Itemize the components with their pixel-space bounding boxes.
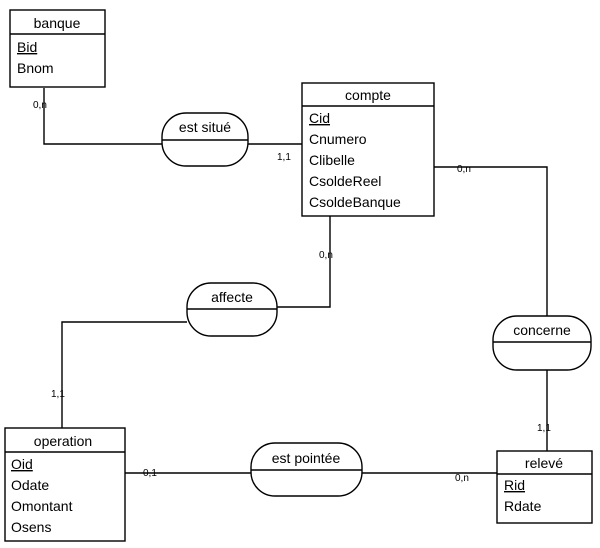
cardinality-operation-affecte: 1,1 [51, 389, 65, 400]
cardinality-compte-concerne: 0,n [457, 164, 471, 175]
entity-banque: banque Bid Bnom [9, 9, 106, 88]
line-compte-affecte [277, 216, 331, 308]
entity-releve-attr-key: Rid [504, 477, 525, 493]
entity-banque-box [9, 9, 106, 88]
entity-banque-title: banque [34, 15, 81, 31]
relation-est-situe-label: est situé [179, 119, 231, 135]
entity-operation-box [4, 427, 126, 542]
entity-operation-attr: Odate [11, 477, 49, 493]
relation-affecte-label: affecte [211, 289, 253, 305]
relation-affecte: affecte [186, 282, 278, 337]
cardinality-operation-est-pointee: 0,1 [143, 468, 157, 479]
cardinality-releve-est-pointee: 0,n [455, 473, 469, 484]
relation-concerne-label: concerne [513, 322, 571, 338]
entity-compte-attr: CsoldeReel [309, 173, 381, 189]
line-affecte-operation [61, 321, 187, 428]
connector-lines [43, 88, 548, 474]
cardinality-banque-est-situe: 0,n [33, 100, 47, 111]
entity-operation-attr: Osens [11, 519, 51, 535]
entity-operation-title: operation [34, 433, 92, 449]
relation-est-situe: est situé [161, 112, 249, 167]
entity-banque-attr-key: Bid [17, 39, 37, 55]
entity-operation-attr-key: Oid [11, 456, 33, 472]
entity-compte: compte Cid Cnumero Clibelle CsoldeReel C… [301, 82, 435, 217]
entity-compte-attr: CsoldeBanque [309, 194, 401, 210]
line-banque-est-situe [43, 88, 162, 145]
entity-compte-attr: Clibelle [309, 152, 355, 168]
line-compte-concerne [434, 166, 548, 316]
cardinality-compte-affecte: 0,n [319, 250, 333, 261]
entity-releve: relevé Rid Rdate [496, 450, 593, 524]
entity-releve-title: relevé [525, 455, 563, 471]
entity-compte-attr: Cnumero [309, 131, 367, 147]
entity-banque-attr: Bnom [17, 60, 54, 76]
relation-est-pointee-label: est pointée [272, 450, 341, 466]
relation-concerne-shape [492, 315, 592, 371]
entity-operation-attr: Omontant [11, 498, 73, 514]
cardinality-labels: 0,n 1,1 0,n 0,n 1,1 1,1 0,1 0,n [33, 100, 551, 484]
relation-concerne: concerne [492, 315, 592, 371]
relation-est-pointee: est pointée [250, 442, 363, 497]
entity-operation: operation Oid Odate Omontant Osens [4, 427, 126, 542]
entity-compte-attr-key: Cid [309, 110, 330, 126]
entity-compte-title: compte [345, 87, 391, 103]
cardinality-releve-concerne: 1,1 [537, 423, 551, 434]
entity-releve-attr: Rdate [504, 498, 542, 514]
entity-releve-box [496, 450, 593, 524]
cardinality-compte-est-situe: 1,1 [277, 152, 291, 163]
entity-compte-box [301, 82, 435, 217]
